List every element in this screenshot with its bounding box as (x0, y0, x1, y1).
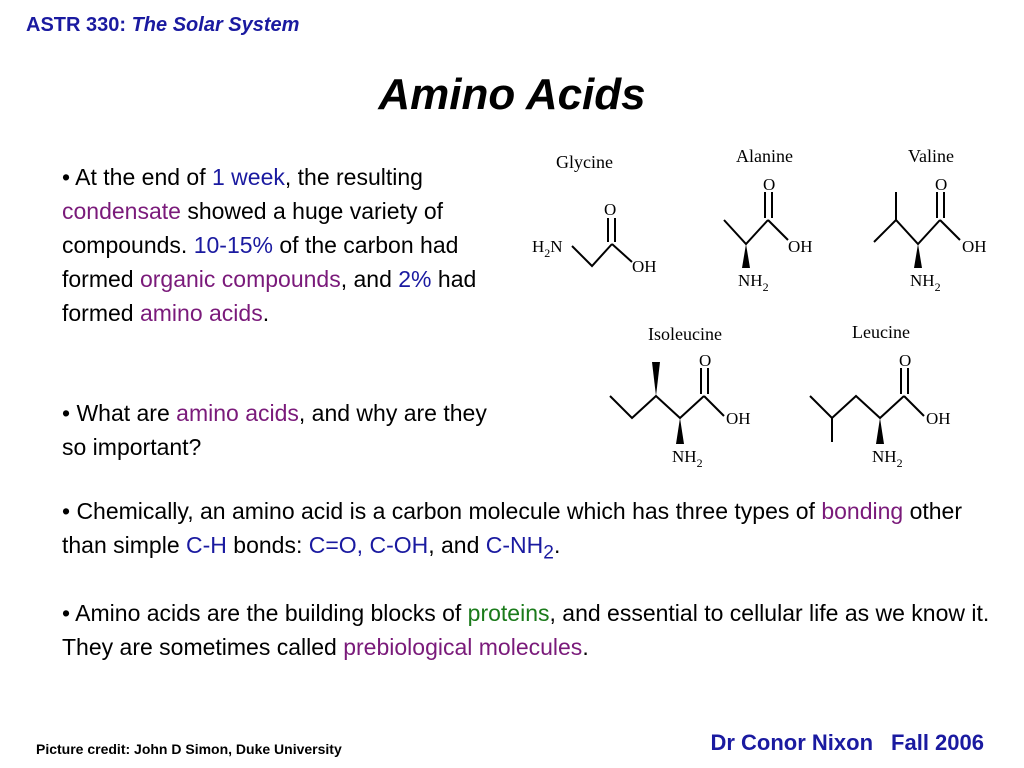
text: • Amino acids are the building blocks of (62, 600, 468, 626)
highlight-co-coh: C=O, C-OH (308, 532, 429, 558)
atom-label: OH (726, 409, 751, 428)
text: , and why are they so important? (62, 400, 487, 460)
highlight-organic-compounds: organic compounds (139, 266, 341, 292)
wedge-bond (742, 244, 750, 268)
bullet-3: • Chemically, an amino acid is a carbon … (62, 494, 992, 571)
term: Fall 2006 (891, 730, 984, 755)
atom-label: NH2 (672, 447, 703, 470)
bond (571, 243, 613, 268)
text: showed a huge variety of compounds. (62, 198, 444, 258)
isoleucine-structure: Isoleucine O OH NH2 (609, 324, 751, 470)
highlight-prebiological-molecules: prebiological molecules (343, 634, 583, 660)
bullet-2: • What are amino acids, and why are they… (62, 396, 492, 464)
atom-label: O (935, 175, 947, 194)
leucine-structure: Leucine O OH NH2 (809, 322, 951, 470)
wedge-bond (652, 362, 660, 396)
atom-label: OH (962, 237, 987, 256)
atom-label: OH (926, 409, 951, 428)
text: . (553, 532, 561, 558)
picture-credit: Picture credit: John D Simon, Duke Unive… (36, 741, 342, 757)
amino-acid-structures-figure: Glycine H2N O OH Alanine O OH NH2 Valine… (532, 146, 987, 470)
atom-label: OH (788, 237, 813, 256)
bullet-4: • Amino acids are the building blocks of… (62, 596, 992, 664)
atom-label: OH (632, 257, 657, 276)
bullet-1: • At the end of 1 week, the resulting co… (62, 160, 492, 330)
text: had formed (62, 266, 477, 326)
highlight-amino-acids: amino acids (176, 400, 299, 426)
atom-label: NH2 (738, 271, 769, 294)
course-code: ASTR 330: (26, 14, 127, 36)
alanine-structure: Alanine O OH NH2 (723, 146, 813, 294)
highlight-2-percent: 2% (398, 266, 432, 292)
course-name: The Solar System (131, 14, 300, 36)
highlight-cnh2: C-NH2 (485, 532, 554, 564)
text: . (262, 300, 270, 326)
course-header: ASTR 330: The Solar System (26, 14, 299, 37)
atom-label: NH2 (872, 447, 903, 470)
bond (611, 243, 633, 263)
subscript: 2 (543, 542, 554, 564)
atom-label: NH2 (910, 271, 941, 294)
text: of the carbon had formed (62, 232, 459, 292)
text: , the resulting (284, 164, 423, 190)
valine-label: Valine (908, 146, 954, 166)
slide-title: Amino Acids (378, 70, 646, 119)
text: , and (428, 532, 486, 558)
highlight-proteins: proteins (467, 600, 550, 626)
text: C-NH (485, 532, 544, 558)
valine-structure: Valine O OH NH2 (873, 146, 987, 294)
atom-label: O (699, 351, 711, 370)
glycine-label: Glycine (556, 152, 613, 172)
bond (809, 394, 905, 420)
atom-label: O (604, 200, 616, 219)
bond (939, 219, 961, 241)
highlight-1-week: 1 week (212, 164, 285, 190)
highlight-percent: 10-15% (193, 232, 273, 258)
text: bonds: (226, 532, 309, 558)
text: . (582, 634, 589, 660)
highlight-ch: C-H (186, 532, 227, 558)
wedge-bond (676, 418, 684, 444)
author-name: Dr Conor Nixon (710, 730, 874, 755)
wedge-bond (876, 418, 884, 444)
text: • What are (62, 400, 177, 426)
highlight-bonding: bonding (821, 498, 904, 524)
bond (873, 218, 941, 246)
atom-label: O (763, 175, 775, 194)
text: , and (340, 266, 399, 292)
text: • Chemically, an amino acid is a carbon … (62, 498, 822, 524)
wedge-bond (914, 244, 922, 268)
bond (703, 395, 725, 417)
text: , and essential to cellular life as we k… (62, 600, 990, 660)
bond (723, 219, 769, 246)
atom-label: O (899, 351, 911, 370)
footer-author: Dr Conor Nixon Fall 2006 (710, 730, 984, 756)
bond (767, 219, 789, 241)
highlight-amino-acids: amino acids (139, 300, 263, 326)
text: other than simple (62, 498, 963, 558)
alanine-label: Alanine (736, 146, 793, 166)
text: • At the end of (62, 164, 212, 190)
atom-label: H2N (532, 237, 563, 260)
glycine-structure: Glycine H2N O OH (532, 152, 657, 276)
bond (903, 395, 925, 417)
isoleucine-label: Isoleucine (648, 324, 722, 344)
bond (609, 394, 705, 420)
highlight-condensate: condensate (62, 198, 181, 224)
leucine-label: Leucine (852, 322, 910, 342)
